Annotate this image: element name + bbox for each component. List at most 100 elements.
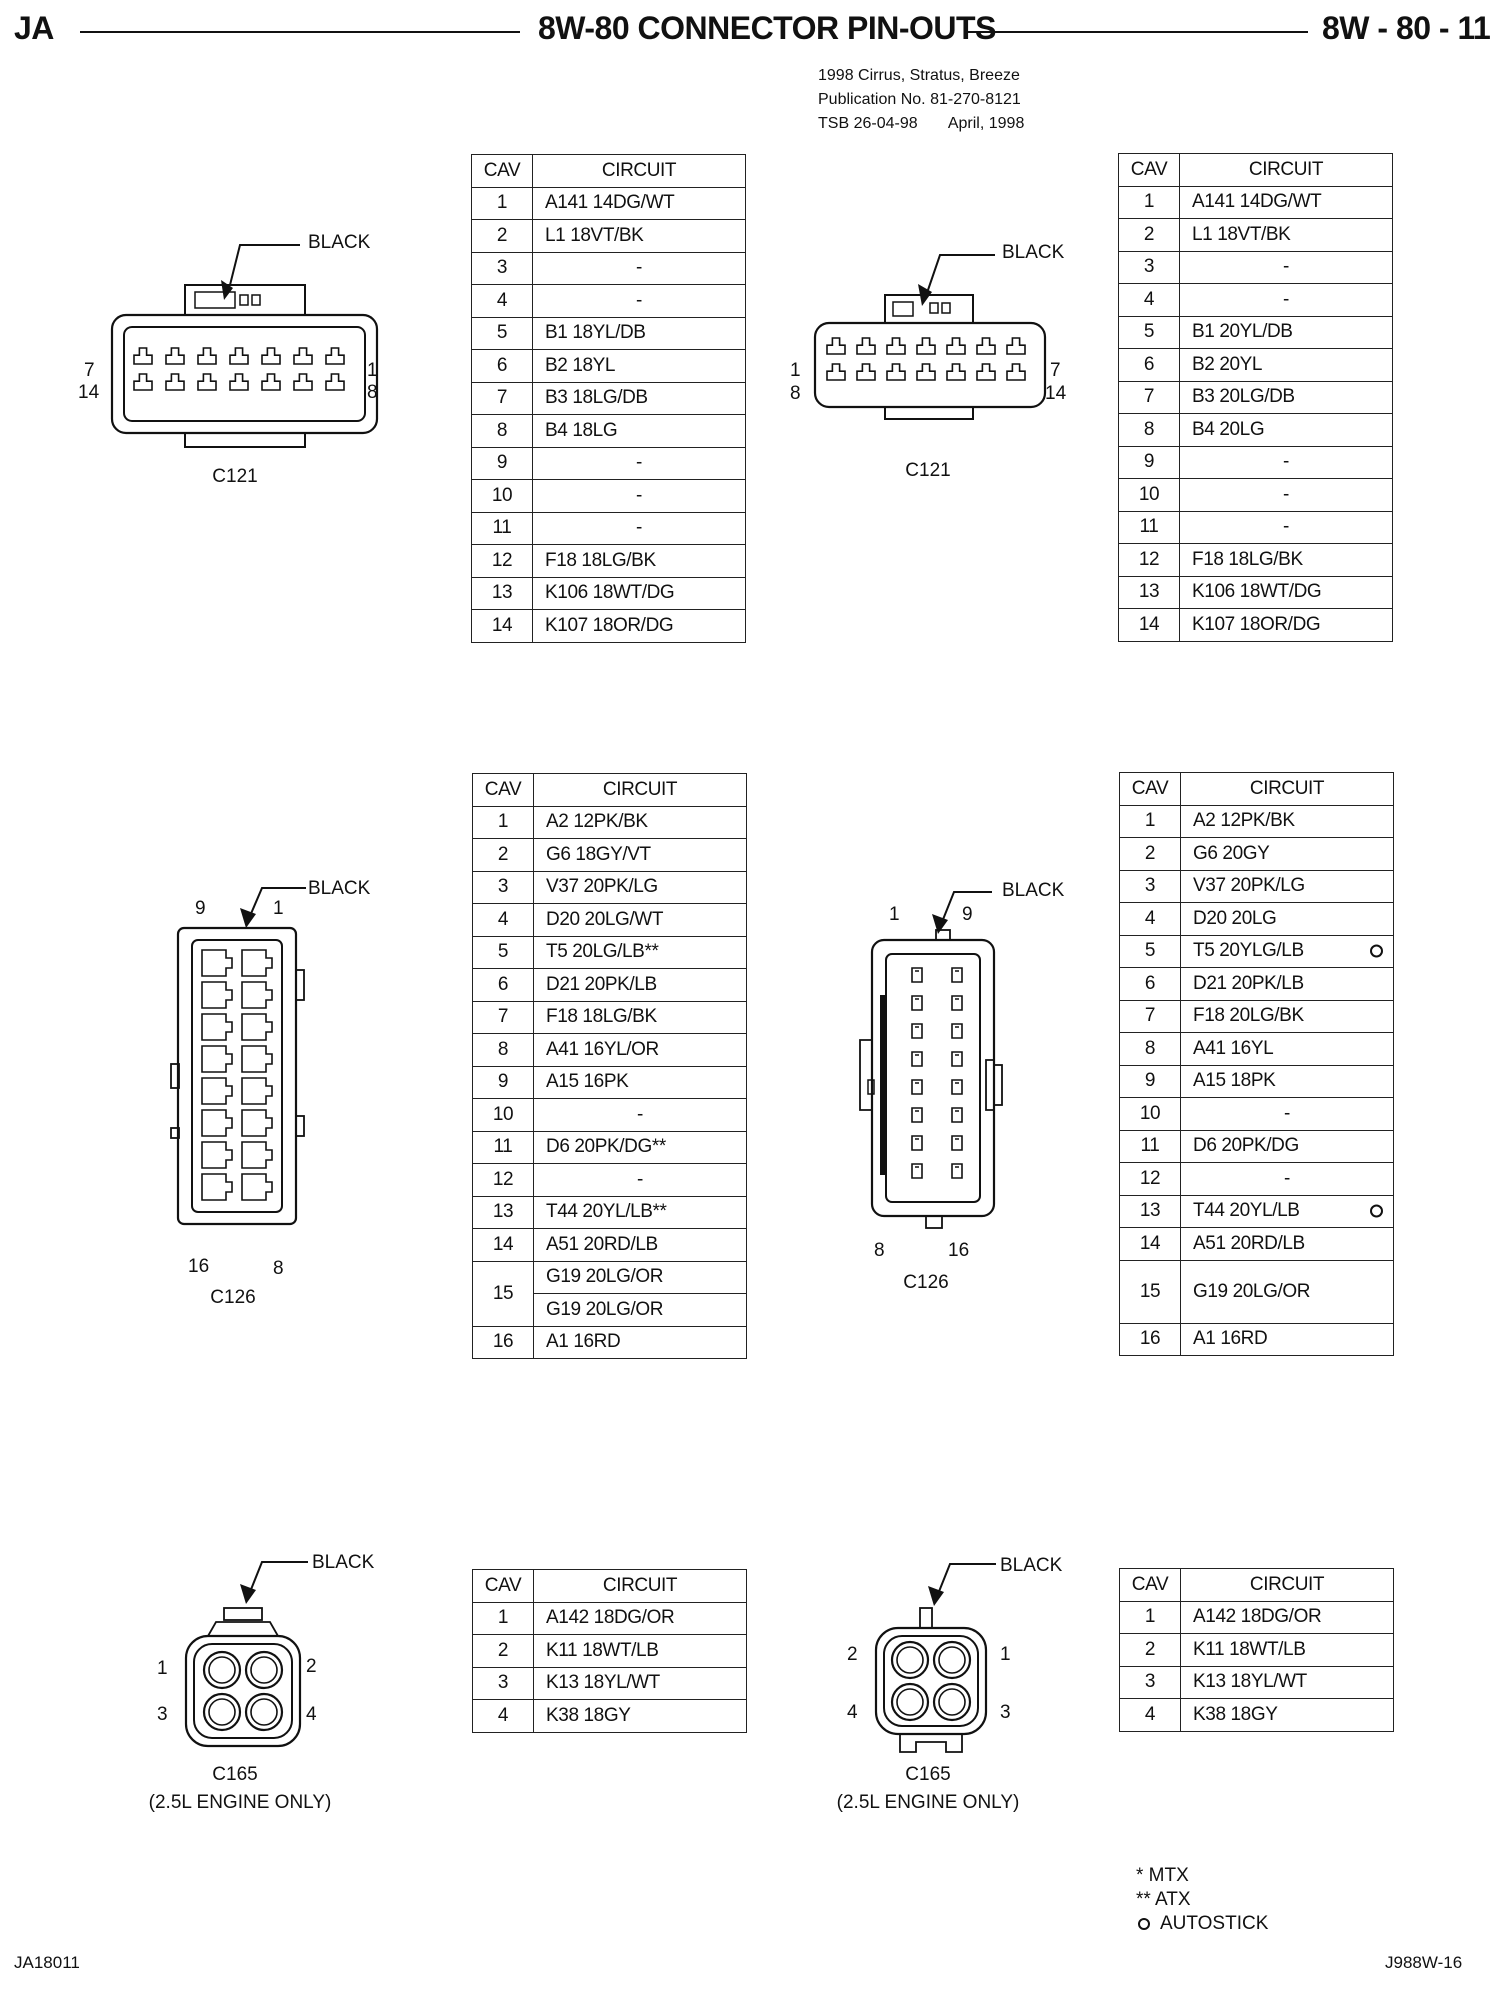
table-row: 11- (1118, 510, 1393, 544)
cav-cell: 14 (1119, 1227, 1181, 1261)
terminal-cavity (951, 1023, 963, 1039)
circuit-cell: A2 12PK/BK (1180, 804, 1394, 838)
c165b-connector-drawing (874, 1563, 996, 1753)
cav-cell: 11 (472, 1130, 534, 1164)
terminal-cavity (946, 337, 966, 355)
cav-header: CAV (1119, 772, 1181, 806)
cav-cell: 1 (471, 186, 533, 220)
cav-cell: 8 (1119, 1032, 1181, 1066)
terminal-cavity (241, 949, 273, 977)
circuit-cell: B3 18LG/DB (532, 381, 746, 415)
terminal-cavity (165, 373, 185, 391)
circuit-cell: T44 20YL/LB (1180, 1194, 1394, 1228)
terminal-cavity (201, 1173, 233, 1201)
circuit-cell: K13 18YL/WT (1180, 1665, 1394, 1699)
circuit-cell: - (533, 1163, 747, 1197)
circuit-cell: A15 18PK (1180, 1064, 1394, 1098)
circuit-cell: B2 20YL (1179, 348, 1393, 382)
cav-cell: 13 (471, 576, 533, 610)
circuit-cell: K107 18OR/DG (1179, 608, 1393, 642)
cav-cell: 11 (1118, 510, 1180, 544)
terminal-cavity (951, 995, 963, 1011)
table-row: 10- (1118, 478, 1393, 512)
cav-cell: 9 (1118, 445, 1180, 479)
cav-header: CAV (472, 773, 534, 807)
table-row: 10- (472, 1098, 747, 1132)
terminal-cavity (911, 967, 923, 983)
terminal-cavity (241, 1077, 273, 1105)
c126b-pin-1: 1 (889, 904, 900, 925)
footer-right: J988W-16 (1385, 1953, 1463, 1972)
terminal-cavity (201, 1077, 233, 1105)
pub-line-3: TSB 26-04-98 April, 1998 (818, 115, 1025, 132)
cav-cell: 1 (1119, 804, 1181, 838)
circuit-cell: T44 20YL/LB** (533, 1195, 747, 1229)
c126b-caption: C126 (903, 1272, 949, 1293)
c121-caption: C121 (212, 466, 258, 487)
cav-cell: 2 (1119, 1633, 1181, 1667)
cav-cell: 7 (1119, 999, 1181, 1033)
circuit-cell: K107 18OR/DG (532, 609, 746, 643)
table-row: 9- (471, 446, 746, 480)
circuit-cell: V37 20PK/LG (533, 870, 747, 904)
terminal-cavity (911, 1023, 923, 1039)
circuit-cell: D20 20LG/WT (533, 903, 747, 937)
cav-cell: 11 (1119, 1129, 1181, 1163)
cav-cell: 8 (472, 1033, 534, 1067)
cav-cell: 3 (1119, 1665, 1181, 1699)
cav-cell: 4 (471, 284, 533, 318)
terminal-cavity (951, 1163, 963, 1179)
cav-header: CAV (1119, 1568, 1181, 1602)
cav-header: CAV (472, 1569, 534, 1603)
terminal-cavity (165, 347, 185, 365)
cav-header: CAV (471, 154, 533, 188)
terminal-cavity (201, 1141, 233, 1169)
circuit-cell: G6 20GY (1180, 837, 1394, 871)
circuit-cell: F18 18LG/BK (1179, 543, 1393, 577)
circuit-cell: - (1180, 1097, 1394, 1131)
terminal-cavity (911, 1135, 923, 1151)
c165-caption: C165 (212, 1764, 258, 1785)
circuit-cell: A41 16YL (1180, 1032, 1394, 1066)
terminal-cavity (201, 1109, 233, 1137)
cav-cell: 2 (1118, 218, 1180, 252)
terminal-cavity (911, 1107, 923, 1123)
circuit-cell: - (532, 284, 746, 318)
c121b-pin-7: 7 (1050, 360, 1061, 381)
cav-cell: 10 (472, 1098, 534, 1132)
terminal-cavity (197, 347, 217, 365)
terminal-cavity (325, 347, 345, 365)
terminal-cavity (976, 337, 996, 355)
cav-cell: 1 (472, 1601, 534, 1635)
c126-caption: C126 (210, 1287, 256, 1308)
cav-cell: 2 (471, 219, 533, 253)
c121b-caption: C121 (905, 460, 951, 481)
terminal-cavity (197, 373, 217, 391)
circuit-cell: K11 18WT/LB (1180, 1633, 1394, 1667)
cav-cell: 10 (1119, 1097, 1181, 1131)
